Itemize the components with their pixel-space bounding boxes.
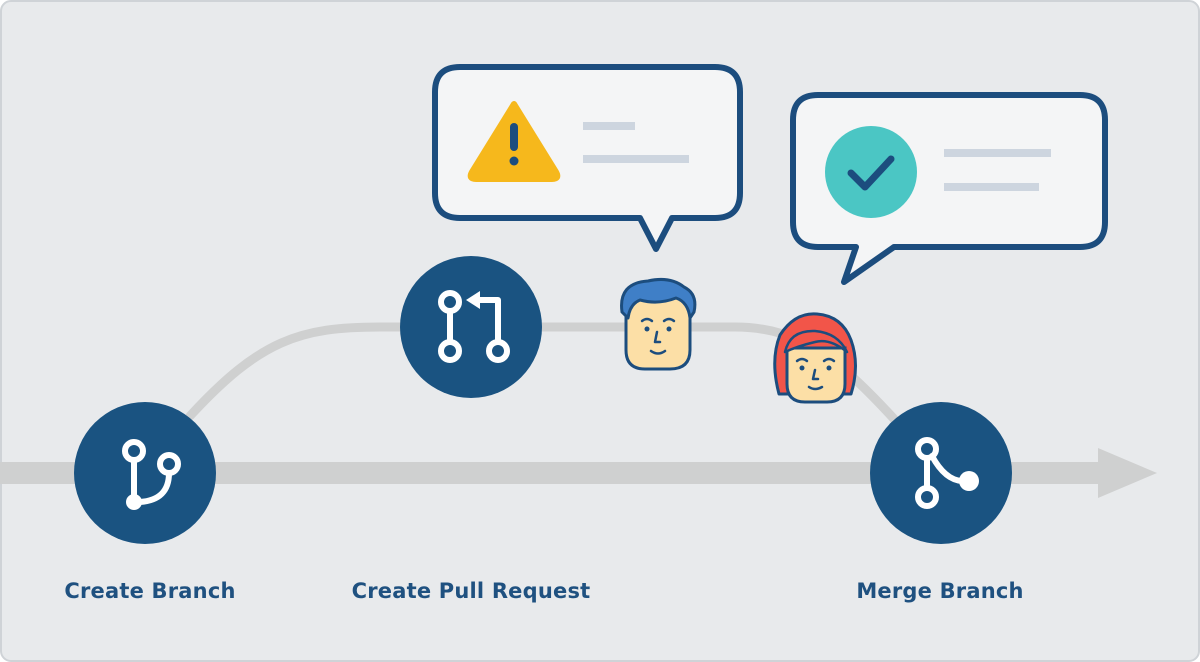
- create-branch-label: Create Branch: [64, 579, 236, 603]
- main-branch-track: [0, 462, 1105, 484]
- branch-icon: [122, 439, 181, 510]
- create-pull-request-label: Create Pull Request: [351, 579, 591, 603]
- merge-branch-label: Merge Branch: [856, 579, 1024, 603]
- merge-branch-node: [870, 402, 1012, 544]
- placeholder-line: [583, 155, 689, 163]
- placeholder-line: [944, 149, 1051, 157]
- create-branch-node: [74, 402, 216, 544]
- reviewer-avatar-female: [773, 312, 857, 404]
- placeholder-line: [944, 183, 1039, 191]
- placeholder-line: [583, 122, 635, 130]
- check-icon: [825, 126, 917, 218]
- main-branch-arrowhead: [1098, 448, 1157, 498]
- approval-speech-bubble: [790, 92, 1108, 285]
- merge-icon: [915, 437, 979, 509]
- reviewer-avatar-male: [620, 278, 697, 371]
- warning-icon: [467, 101, 561, 182]
- warning-speech-bubble: [432, 64, 743, 252]
- pull-request-icon: [438, 290, 510, 363]
- create-pull-request-node: [400, 256, 542, 398]
